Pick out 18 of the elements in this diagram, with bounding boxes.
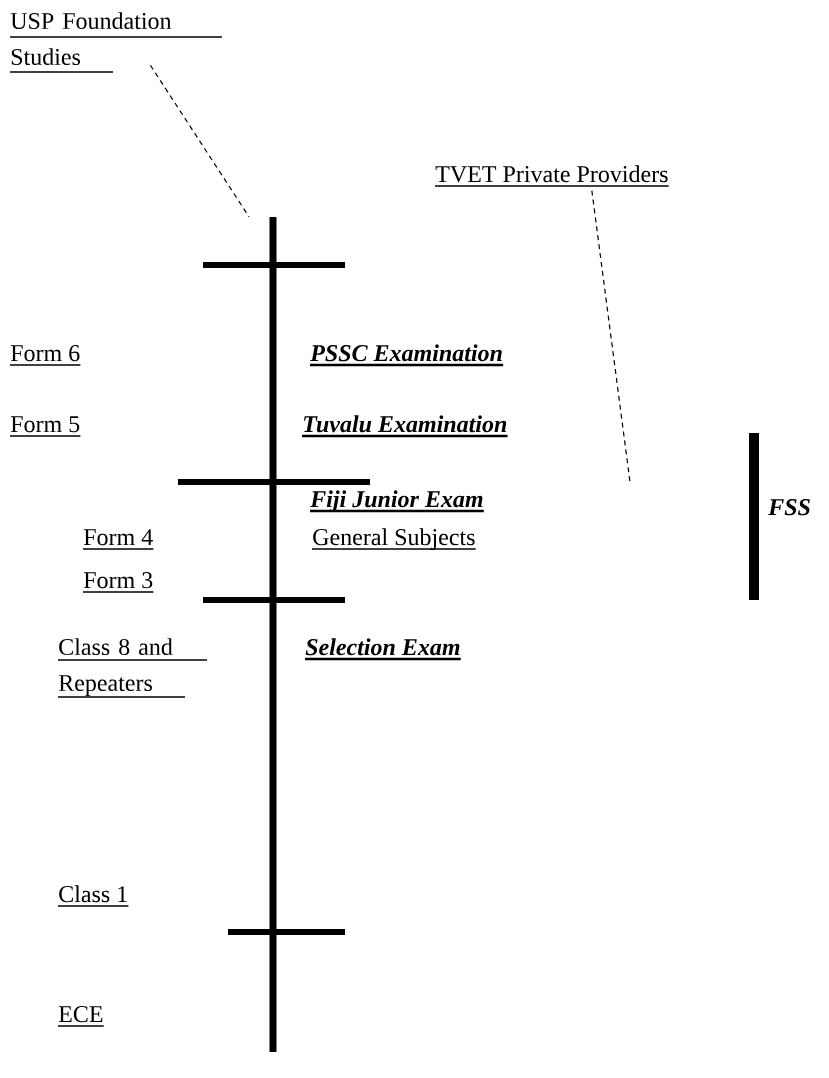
- leader-line: [149, 64, 250, 218]
- label-text: Fiji Junior Exam: [310, 490, 484, 513]
- label-text: FSS: [768, 499, 810, 516]
- leader-line: [591, 189, 631, 483]
- label-text: Class 8 and Repeaters: [57, 638, 208, 698]
- label-text: General Subjects: [311, 528, 477, 551]
- label-text: Selection Exam: [305, 638, 461, 661]
- label-text: ECE: [57, 1006, 105, 1027]
- label-text: Form 3: [82, 572, 155, 593]
- label-text: TVET Private Providers: [434, 165, 670, 187]
- label-text: USP Foundation Studies: [9, 12, 223, 73]
- label-text: Form 6: [9, 345, 82, 366]
- label-text: Tuvalu Examination: [302, 415, 508, 438]
- timeline-bar: [269, 217, 277, 1052]
- label-text: Form 5: [9, 416, 82, 437]
- label-text: Class 1: [57, 885, 130, 907]
- label-text: Form 4: [82, 529, 155, 550]
- label-text: PSSC Examination: [310, 344, 504, 367]
